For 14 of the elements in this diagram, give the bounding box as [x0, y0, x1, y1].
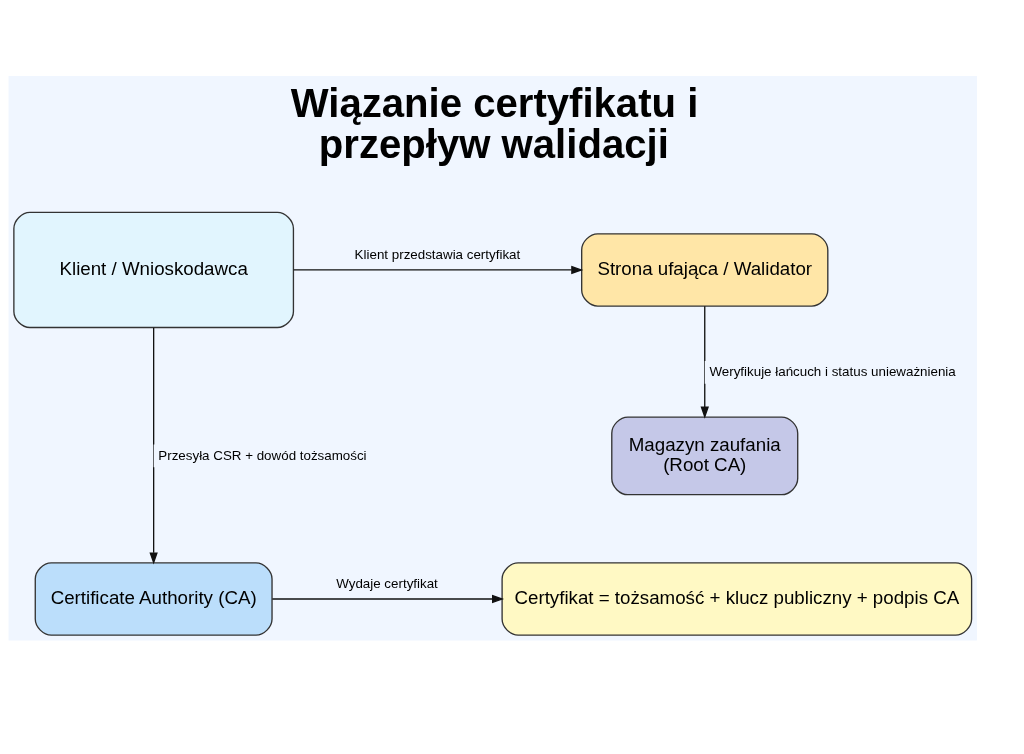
arrow — [149, 326, 158, 564]
node-box: Magazyn zaufania (Root CA) — [611, 415, 799, 495]
node-box: Certyfikat = tożsamość + klucz publiczny + podpis CA — [501, 561, 973, 636]
node-box: Certificate Authority (CA) — [34, 561, 273, 636]
arrow — [271, 594, 505, 603]
edge-label: Weryfikuje łańcuch i status unieważnienia — [709, 363, 956, 379]
edge-label: Klient przedstawia certyfikat — [354, 246, 521, 262]
edge-label: Przesyła CSR + dowód tożsamości — [158, 447, 367, 463]
edge-label: Wydaje certyfikat — [336, 575, 438, 591]
diagram-title: Wiązanie certyfikatu i przepływ walidacji — [290, 80, 699, 167]
arrow — [293, 265, 584, 274]
node-box: Strona ufająca / Walidator — [581, 232, 829, 307]
node-box: Klient / Wnioskodawca — [13, 211, 295, 328]
arrow — [700, 305, 709, 419]
